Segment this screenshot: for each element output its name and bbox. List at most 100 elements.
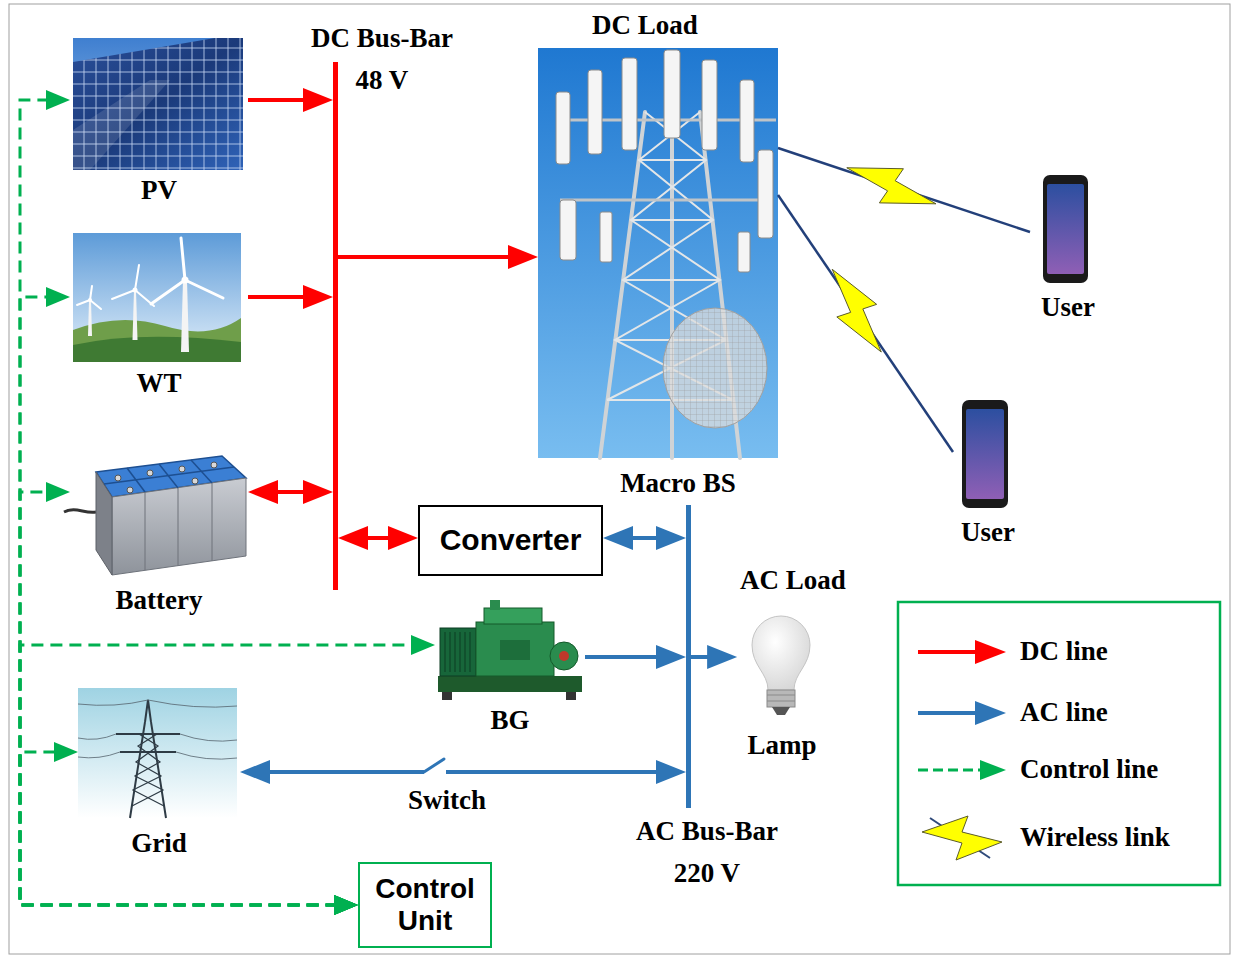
connector-line: [20, 100, 338, 905]
component-label: WT: [136, 367, 181, 399]
base-station-tower: [758, 150, 773, 238]
box-label: Control Unit: [366, 873, 484, 937]
bus-label: DC Bus-Bar 48 V: [302, 18, 462, 102]
wind-turbines: [133, 288, 138, 293]
wind-turbines: [90, 286, 92, 300]
biogas-generator: [460, 632, 461, 672]
component-label: BG: [490, 704, 529, 736]
biogas-generator: [450, 632, 451, 672]
connector: [603, 526, 686, 550]
component-icon: AC LoadLamp: [737, 564, 849, 761]
grid-pylon: [148, 700, 237, 707]
wind-turbines: [135, 290, 154, 306]
biogas-generator: [476, 622, 554, 676]
arrow-head: [303, 480, 333, 504]
arrow-head: [656, 526, 686, 550]
wind-turbines: [88, 300, 92, 336]
battery: [127, 487, 133, 493]
base-station-tower: [600, 112, 645, 458]
connector: [338, 245, 538, 269]
grid-pylon: [180, 734, 237, 741]
pv-panel: [73, 80, 170, 170]
grid-pylon: [116, 700, 180, 818]
arrow-head: [656, 645, 686, 669]
grid-pylon: [176, 752, 237, 759]
wind-turbines: [90, 300, 101, 309]
wind-turbines: [73, 318, 241, 362]
connector-line: [20, 645, 415, 905]
battery: [147, 470, 153, 476]
biogas-generator: [490, 600, 500, 610]
arrow-head: [334, 895, 358, 915]
battery: [211, 462, 217, 468]
wind-turbines: [73, 337, 241, 362]
component-icon: WT: [70, 233, 248, 399]
battery: [145, 492, 146, 570]
legend-frame: [898, 602, 1220, 885]
battery: [145, 483, 212, 570]
biogas-generator: [438, 676, 582, 692]
base-station-tower: [670, 112, 674, 458]
battery: [104, 460, 234, 492]
connector-line: [20, 297, 338, 905]
component-icon: DC LoadMacro BS: [538, 9, 778, 499]
component-label: User: [961, 516, 1015, 548]
base-station-tower: [663, 308, 767, 428]
biogas-generator: [445, 632, 470, 672]
connector-line: [585, 655, 661, 659]
base-station-tower: [631, 219, 713, 221]
component-label: User: [1041, 291, 1095, 323]
connector: [248, 285, 333, 309]
legend-label: DC line: [1020, 635, 1108, 667]
component-icon: Battery: [70, 450, 248, 616]
legend-sample: [922, 816, 1002, 860]
legend-sample: [918, 769, 982, 772]
biogas-generator: [566, 692, 576, 700]
grid-pylon: [133, 734, 164, 806]
wind-turbines: [77, 300, 90, 305]
grid-pylon: [78, 688, 237, 818]
connector-line: [20, 492, 338, 905]
wind-turbines: [181, 280, 189, 352]
battery: [192, 478, 198, 484]
smartphone: [1043, 175, 1088, 283]
pv-panel: [73, 38, 243, 170]
arrow-head: [248, 480, 278, 504]
base-station-tower: [663, 308, 767, 428]
component-label: DC Load: [592, 9, 698, 41]
arrow-head: [46, 90, 70, 110]
biogas-generator: [465, 632, 466, 672]
arrow-head: [338, 526, 368, 550]
wind-turbines: [181, 238, 185, 280]
connector: [778, 195, 953, 452]
component-icon: Grid: [78, 688, 240, 859]
wind-turbines: [88, 298, 92, 302]
base-station-tower: [622, 58, 637, 150]
switch-symbol: [424, 759, 444, 772]
component-icon: User: [953, 397, 1023, 548]
biogas-generator: [445, 632, 446, 672]
component-icon: PV: [70, 38, 248, 206]
base-station-tower: [556, 92, 570, 164]
battery: [104, 467, 234, 484]
connector-line: [629, 536, 661, 540]
battery: [96, 472, 112, 575]
connector: [691, 645, 737, 669]
legend-sample: [918, 640, 1006, 860]
connector: [20, 287, 358, 915]
base-station-tower: [538, 48, 778, 458]
connector: [20, 742, 358, 915]
component-label: Grid: [131, 827, 187, 859]
arrow-head: [334, 895, 358, 915]
arrow-head: [508, 245, 538, 269]
component-label: PV: [141, 174, 177, 206]
battery: [64, 456, 246, 575]
battery: [64, 510, 96, 513]
legend-label: Control line: [1020, 753, 1158, 785]
lamp-bulb: [767, 695, 795, 696]
lamp-bulb: [772, 707, 790, 715]
battery: [115, 462, 217, 493]
process-box: Control Unit: [358, 862, 492, 948]
